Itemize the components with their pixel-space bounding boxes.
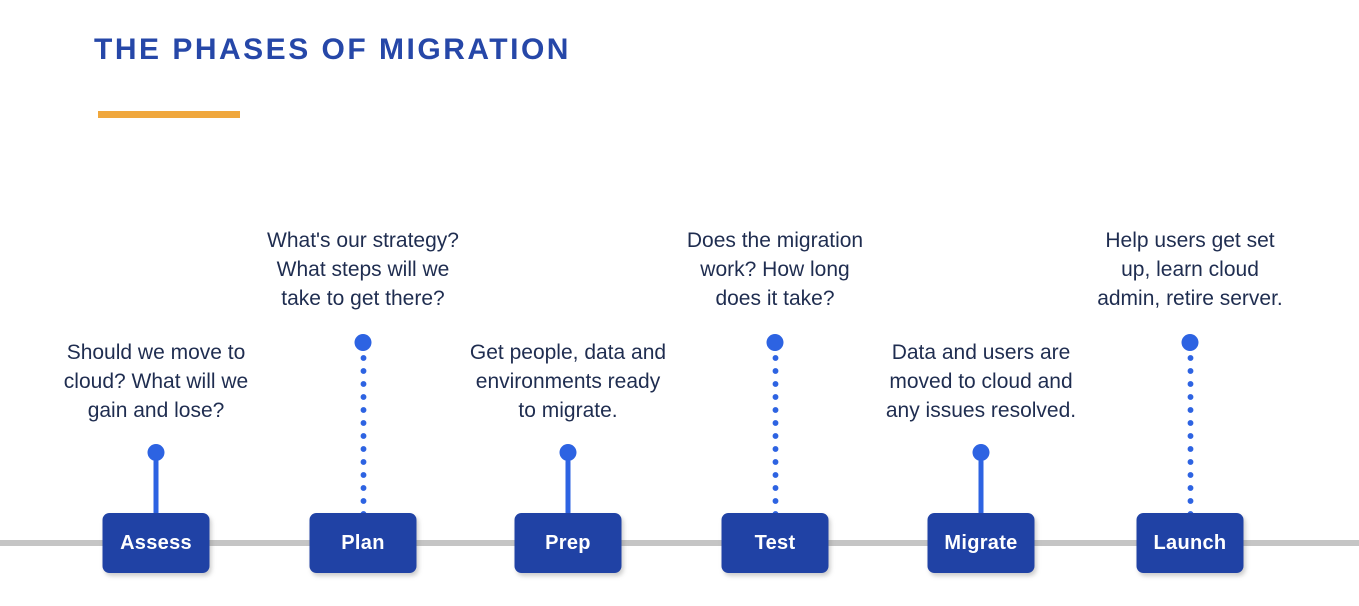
phase-prep-description: Get people, data and environments ready … (469, 341, 667, 422)
phase-assess-connector (147, 444, 165, 515)
phase-plan: What's our strategy? What steps will we … (253, 0, 473, 606)
connector-dot-icon (354, 334, 372, 351)
phase-launch: Help users get set up, learn cloud admin… (1080, 0, 1300, 606)
page-title: THE PHASES OF MIGRATION (94, 33, 571, 66)
phase-migrate-connector (972, 444, 990, 515)
phase-assess-box: Assess (102, 513, 210, 573)
phase-launch-label: Launch (1153, 531, 1227, 554)
phase-plan-box: Plan (309, 513, 417, 573)
phase-migrate-label: Migrate (944, 531, 1018, 554)
phase-migrate: Data and users are moved to cloud and an… (871, 0, 1091, 606)
phase-assess-description: Should we move to cloud? What will we ga… (63, 341, 249, 422)
connector-dot-icon (972, 444, 990, 461)
phase-prep-box: Prep (514, 513, 622, 573)
phase-test-description: Does the migration work? How long does i… (686, 229, 864, 310)
phase-launch-description: Help users get set up, learn cloud admin… (1097, 229, 1283, 310)
connector-dot-icon (1181, 334, 1199, 351)
phase-assess-label: Assess (120, 531, 192, 554)
phase-launch-box: Launch (1136, 513, 1244, 573)
phase-test-connector (766, 334, 784, 515)
phase-assess: Should we move to cloud? What will we ga… (46, 0, 266, 606)
connector-dotted-line (772, 352, 778, 515)
phase-migrate-box: Migrate (927, 513, 1035, 573)
phase-plan-label: Plan (341, 531, 385, 554)
phase-plan-description: What's our strategy? What steps will we … (267, 229, 459, 310)
connector-dotted-line (1187, 352, 1193, 515)
phase-test-box: Test (721, 513, 829, 573)
phase-test-label: Test (754, 531, 796, 554)
phase-migrate-description: Data and users are moved to cloud and an… (885, 341, 1077, 422)
phase-launch-connector (1181, 334, 1199, 515)
connector-dot-icon (559, 444, 577, 461)
connector-line (565, 459, 571, 515)
title-underline (98, 111, 240, 118)
connector-dot-icon (147, 444, 165, 461)
phase-prep-label: Prep (545, 531, 591, 554)
connector-line (153, 459, 159, 515)
connector-dot-icon (766, 334, 784, 351)
timeline-line (0, 540, 1359, 546)
phase-prep: Get people, data and environments ready … (458, 0, 678, 606)
phase-prep-connector (559, 444, 577, 515)
connector-line (978, 459, 984, 515)
phase-plan-connector (354, 334, 372, 515)
connector-dotted-line (360, 352, 366, 515)
phase-test: Does the migration work? How long does i… (665, 0, 885, 606)
